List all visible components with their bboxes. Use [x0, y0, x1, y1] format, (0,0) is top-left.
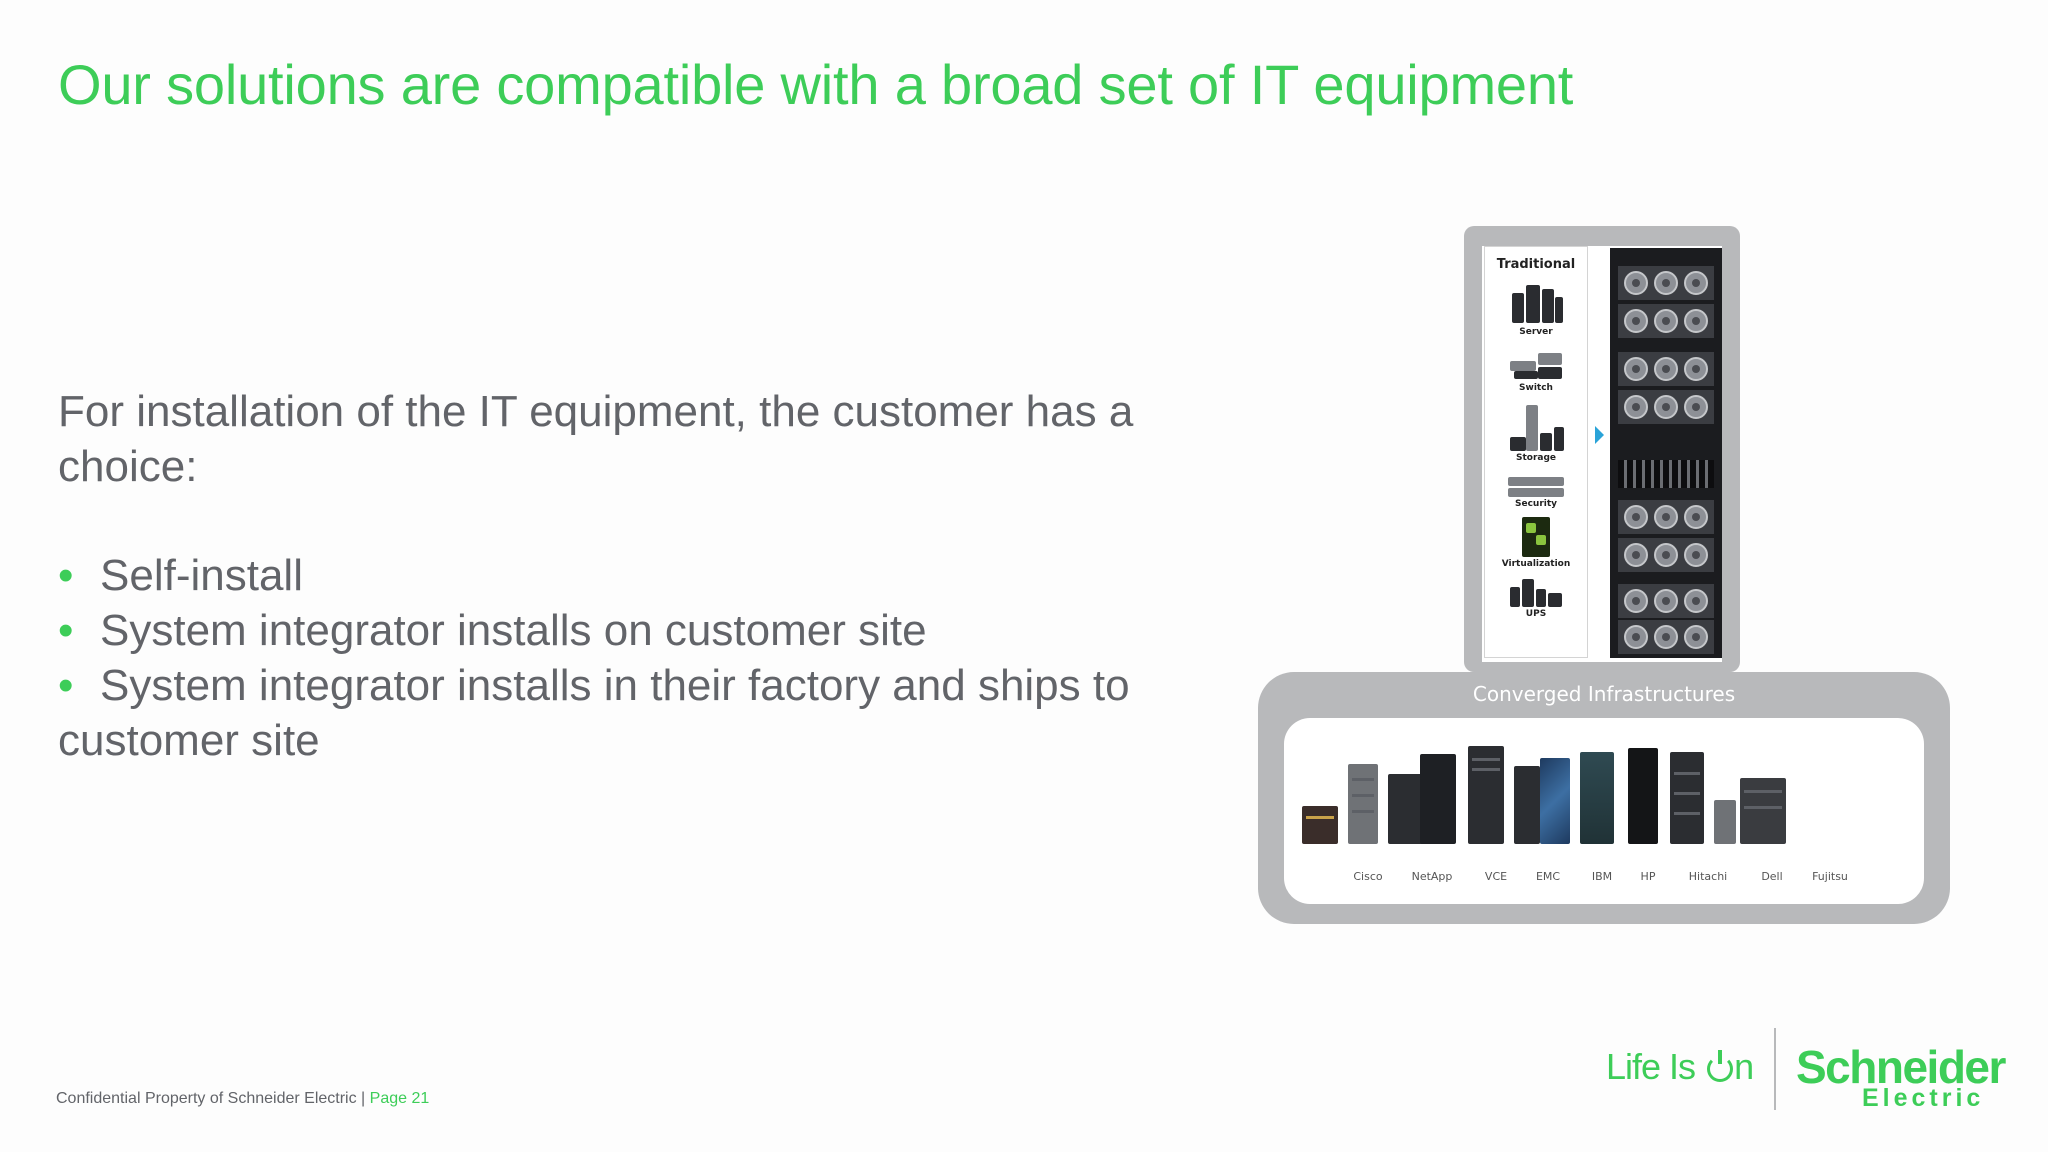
vendor-label: VCE [1484, 870, 1508, 883]
virtualization-icon [1508, 513, 1564, 559]
traditional-equipment-list: Traditional Server Switch [1484, 246, 1588, 658]
cisco-flexpod-icon [1302, 806, 1338, 844]
logo-sub: Electric [1862, 1084, 1985, 1112]
traditional-rack-illustration: Traditional Server Switch [1464, 226, 1740, 672]
traditional-item-label: Server [1519, 327, 1553, 337]
rack-cabinet [1610, 248, 1722, 658]
emc-cabinet-icon [1468, 746, 1504, 844]
traditional-item-label: Virtualization [1501, 559, 1571, 569]
footer: Confidential Property of Schneider Elect… [56, 1090, 429, 1108]
bullet-item: • Self-install [58, 548, 1208, 603]
page-number: Page 21 [369, 1090, 430, 1107]
traditional-item-server: Server [1485, 279, 1587, 337]
bullet-icon: • [58, 551, 74, 600]
schneider-electric-logo: Schneider Electric [1796, 1040, 2006, 1114]
traditional-item-security: Security [1485, 473, 1587, 509]
logo-divider [1774, 1028, 1776, 1110]
ups-icon [1508, 573, 1564, 609]
vendor-label: Fujitsu [1812, 870, 1848, 883]
bullet-icon: • [58, 606, 74, 655]
fujitsu-cabinet-icon [1670, 752, 1704, 844]
traditional-heading: Traditional [1496, 257, 1576, 272]
life-is-on-tagline: Life Is n [1606, 1046, 1754, 1088]
arrow-right-icon [1595, 426, 1604, 444]
server-icon [1508, 279, 1564, 327]
vendor-label: EMC [1535, 870, 1561, 883]
bullet-item: •System integrator installs in their fac… [58, 658, 1208, 768]
hp-cabinet-icon [1540, 758, 1570, 844]
security-icon [1508, 473, 1564, 499]
converged-inner-panel: Cisco NetApp VCE EMC IBM HP Hitachi Dell… [1284, 718, 1924, 904]
small-server-icon [1714, 800, 1736, 844]
bullet-icon: • [58, 661, 74, 710]
traditional-item-label: Security [1514, 499, 1558, 509]
netapp-cabinet-icon [1348, 764, 1378, 844]
bullet-item: • System integrator installs on customer … [58, 603, 1208, 658]
open-rack-icon [1740, 778, 1786, 844]
traditional-item-switch: Switch [1485, 347, 1587, 393]
converged-infrastructure-illustration: Converged Infrastructures Cisco NetApp V… [1258, 672, 1950, 924]
bullet-text: System integrator installs in their fact… [58, 661, 1130, 765]
vendor-label: Dell [1761, 870, 1783, 883]
hitachi-cabinet-icon [1580, 752, 1614, 844]
traditional-item-label: Switch [1519, 383, 1553, 393]
intro-text: For installation of the IT equipment, th… [58, 387, 1134, 491]
slide-title: Our solutions are compatible with a broa… [58, 53, 1574, 116]
bullet-list: •Self-install •System integrator install… [58, 548, 1208, 768]
bullet-text: Self-install [100, 551, 303, 600]
body-text: For installation of the IT equipment, th… [58, 384, 1208, 768]
vendor-label: Hitachi [1688, 870, 1728, 883]
traditional-item-label: Storage [1515, 453, 1557, 463]
dell-cabinet-icon [1628, 748, 1658, 844]
vendor-label: Cisco [1353, 870, 1383, 883]
traditional-item-storage: Storage [1485, 403, 1587, 463]
traditional-item-virtualization: Virtualization [1485, 513, 1587, 569]
converged-heading: Converged Infrastructures [1472, 682, 1736, 706]
tagline-text: Life Is [1606, 1046, 1705, 1087]
vendor-label: IBM [1591, 870, 1613, 883]
vendor-label: HP [1640, 870, 1656, 883]
traditional-item-ups: UPS [1485, 573, 1587, 619]
storage-icon [1508, 403, 1564, 453]
ibm-cabinet-icon [1514, 766, 1540, 844]
power-icon [1707, 1050, 1734, 1082]
logo-brand: Schneider [1796, 1041, 2006, 1093]
vce-vblock-tower-icon [1420, 754, 1456, 844]
tagline-text-end: n [1734, 1046, 1754, 1087]
switch-icon [1508, 347, 1564, 383]
traditional-item-label: UPS [1525, 609, 1547, 619]
vendor-label: NetApp [1411, 870, 1453, 883]
confidential-notice: Confidential Property of Schneider Elect… [56, 1090, 366, 1107]
rack-inner-panel: Traditional Server Switch [1482, 246, 1722, 662]
bullet-text: System integrator installs on customer s… [100, 606, 927, 655]
